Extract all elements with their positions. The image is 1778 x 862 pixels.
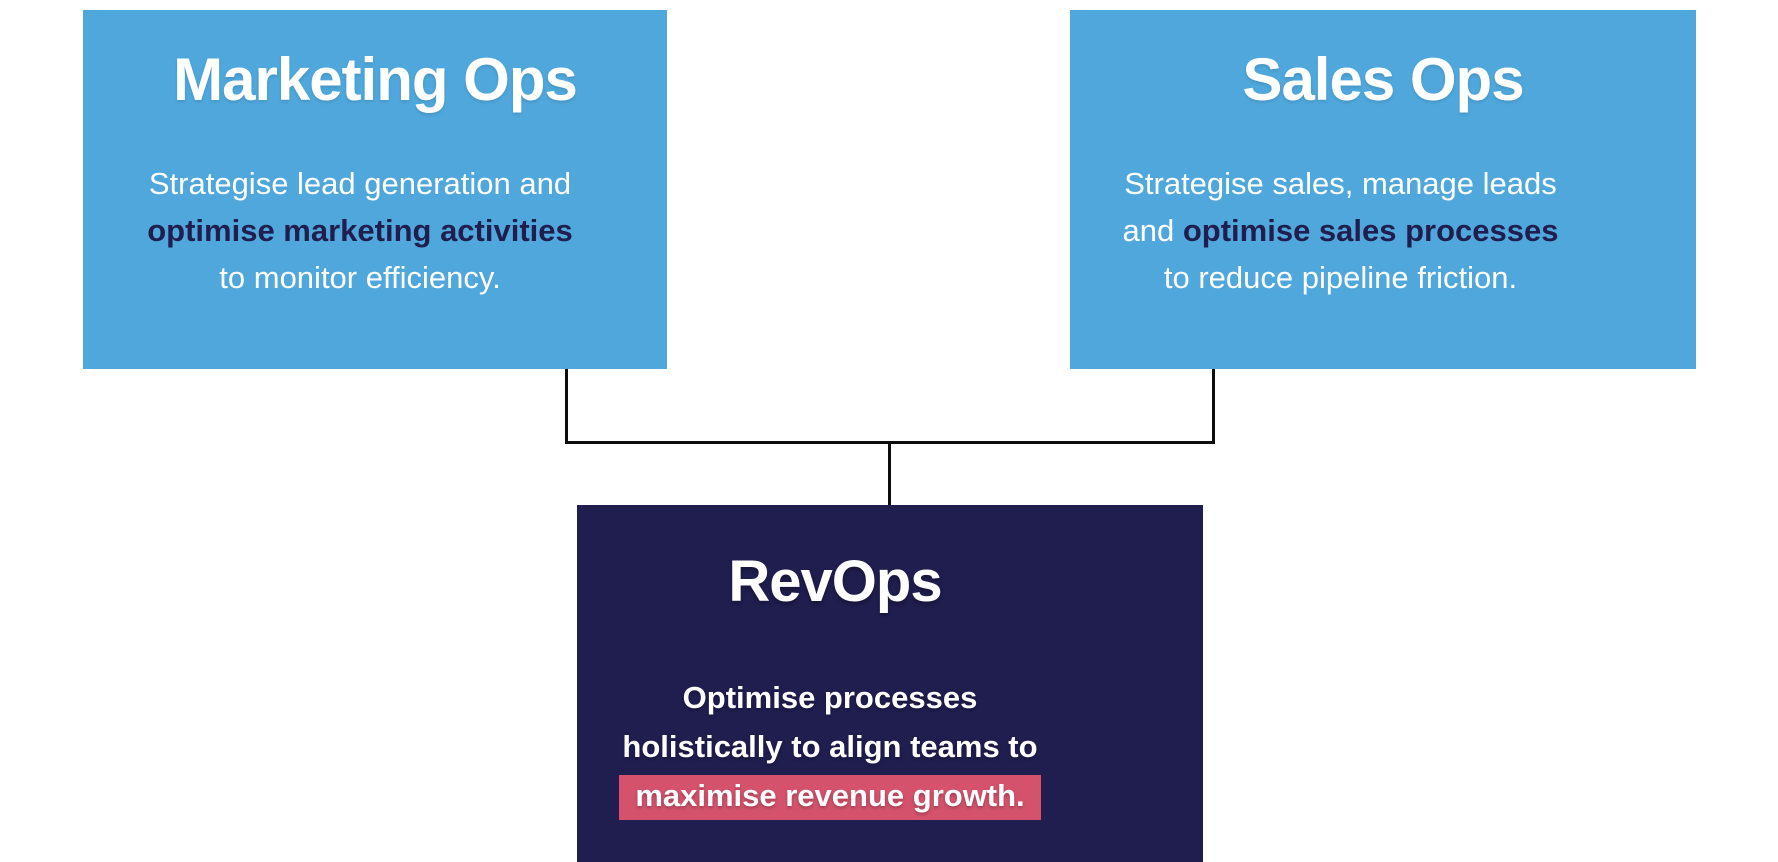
revops-body-line-1: Optimise processes [682, 680, 978, 715]
sales-ops-title: Sales Ops [1242, 46, 1524, 113]
sales-ops-box: Sales Ops Strategise sales, manage leads… [1070, 10, 1696, 369]
sales-ops-description: Strategise sales, manage leads and optim… [1070, 160, 1696, 301]
revops-description: Optimise processes holistically to align… [577, 673, 1203, 820]
sales-body-line-2-pre: and [1122, 213, 1183, 248]
revops-title: RevOps [728, 549, 942, 614]
marketing-ops-description: Strategise lead generation and optimise … [83, 160, 667, 301]
sales-body-line-3: to reduce pipeline friction. [1163, 260, 1518, 295]
connector-sales-drop-line [1212, 369, 1215, 444]
marketing-body-line-1: Strategise lead generation and [148, 166, 572, 201]
connector-revops-drop-line [888, 443, 891, 505]
marketing-body-line-3: to monitor efficiency. [219, 260, 501, 295]
sales-body-line-2: and optimise sales processes [1070, 207, 1611, 254]
connector-marketing-drop-line [565, 369, 568, 444]
sales-body-line-2-bold: optimise sales processes [1182, 213, 1559, 248]
revops-body-line-3: maximise revenue growth. [577, 771, 1083, 820]
revops-highlighted-phrase: maximise revenue growth. [619, 775, 1041, 820]
revops-box: RevOps Optimise processes holistically t… [577, 505, 1203, 862]
marketing-ops-box: Marketing Ops Strategise lead generation… [83, 10, 667, 369]
connector-horizontal-rail-line [565, 441, 1215, 444]
sales-body-line-1: Strategise sales, manage leads [1124, 166, 1557, 201]
marketing-body-line-2-bold: optimise marketing activities [147, 213, 573, 248]
marketing-ops-title: Marketing Ops [173, 46, 578, 113]
revops-body-line-2: holistically to align teams to [622, 729, 1038, 764]
